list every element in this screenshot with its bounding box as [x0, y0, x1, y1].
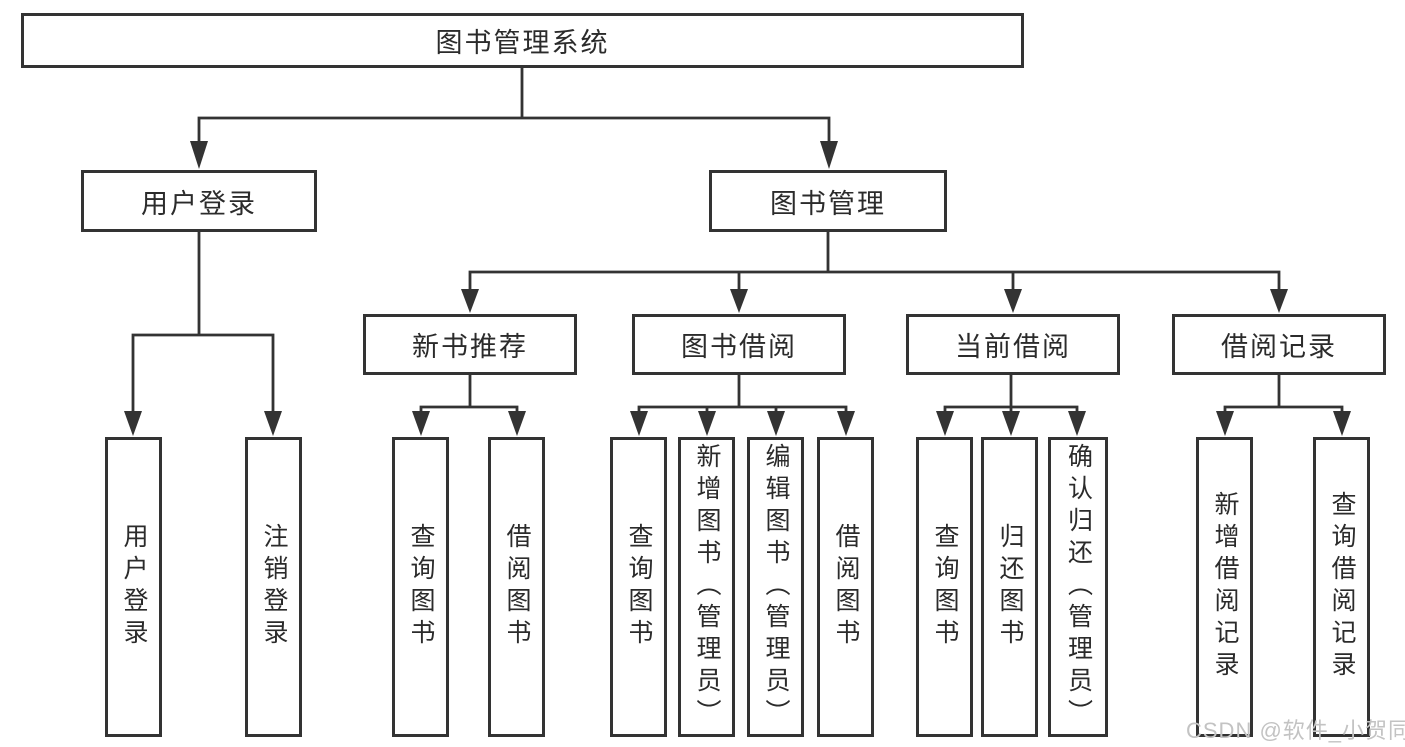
connector-new-book-recommendation-children [412, 373, 526, 436]
leaf-query-borrowing-record: 查询借阅记录 [1313, 437, 1370, 737]
leaf-borrow-books-recommendation: 借阅图书 [488, 437, 545, 737]
connector-current-borrowing-children [936, 373, 1086, 436]
connector-user-login-children [124, 230, 282, 436]
leaf-query-books-current: 查询图书 [916, 437, 973, 737]
node-borrowing-records: 借阅记录 [1172, 314, 1386, 375]
connector-root-to-level2 [190, 66, 838, 169]
node-book-borrowing: 图书借阅 [632, 314, 846, 375]
leaf-confirm-return-admin: 确认归还（管理员） [1048, 437, 1108, 737]
connector-borrowing-records-children [1216, 373, 1351, 436]
node-current-borrowing: 当前借阅 [906, 314, 1120, 375]
leaf-add-borrowing-record: 新增借阅记录 [1196, 437, 1253, 737]
leaf-user-login: 用户登录 [105, 437, 162, 737]
node-new-book-recommendation: 新书推荐 [363, 314, 577, 375]
leaf-borrow-books-borrowing: 借阅图书 [817, 437, 874, 737]
leaf-add-books-admin: 新增图书（管理员） [678, 437, 735, 737]
leaf-return-books: 归还图书 [981, 437, 1038, 737]
leaf-query-books-recommendation: 查询图书 [392, 437, 449, 737]
csdn-watermark: CSDN @软件_小贺同学 [1186, 718, 1405, 743]
leaf-edit-books-admin: 编辑图书（管理员） [747, 437, 804, 737]
node-library-management-system: 图书管理系统 [21, 13, 1024, 68]
connector-book-management-to-level3 [461, 230, 1288, 313]
node-user-login: 用户登录 [81, 170, 317, 232]
connector-book-borrowing-children [630, 373, 855, 436]
leaf-query-books-borrowing: 查询图书 [610, 437, 667, 737]
node-book-management: 图书管理 [709, 170, 947, 232]
leaf-logout: 注销登录 [245, 437, 302, 737]
